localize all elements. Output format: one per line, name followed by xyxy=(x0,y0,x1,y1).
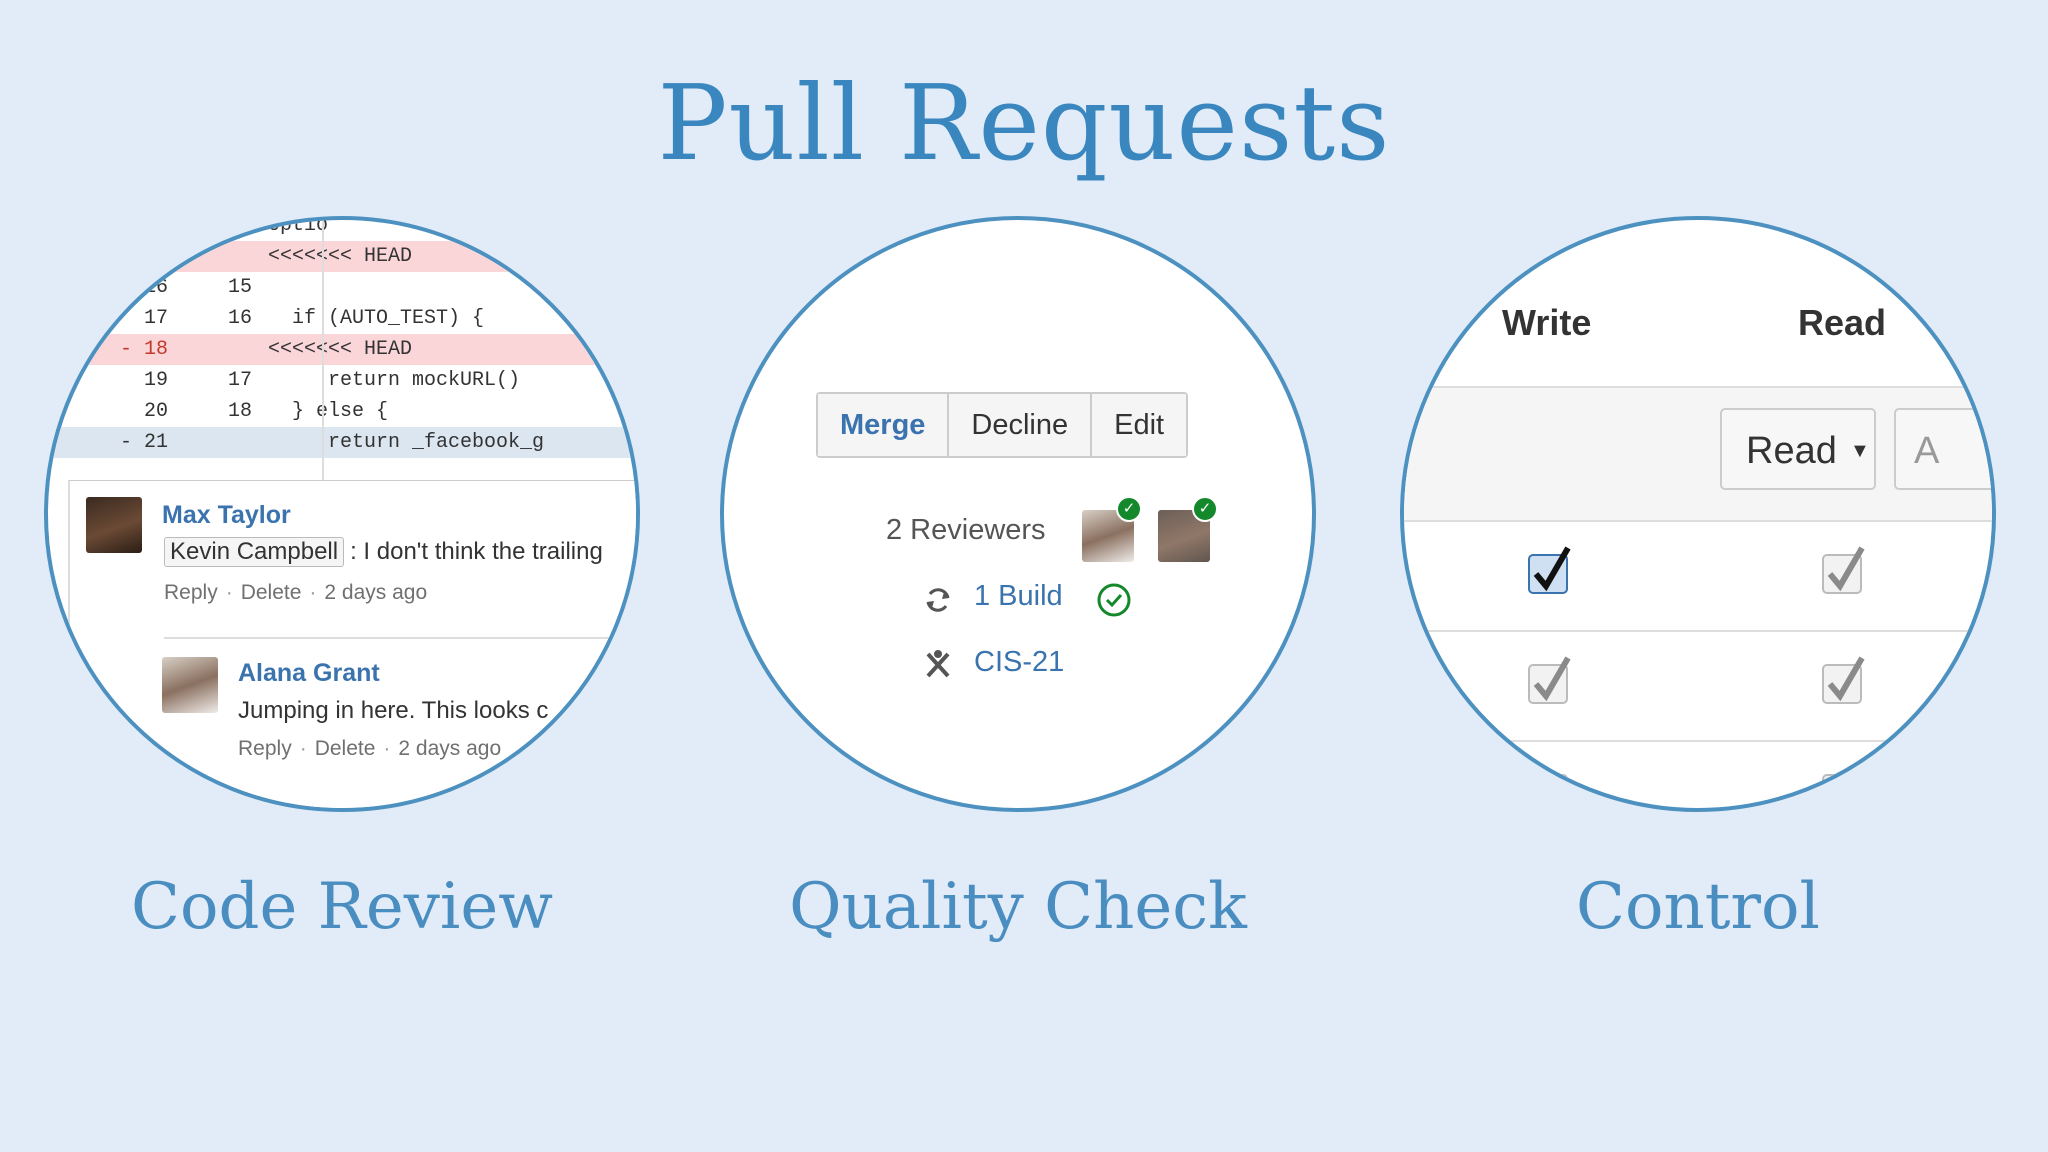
comment-body: Jumping in here. This looks c xyxy=(238,697,549,724)
comment-actions: Reply · Delete · 2 days ago xyxy=(164,581,435,605)
old-line-number: 20 xyxy=(143,400,168,423)
approved-check-icon: ✓ xyxy=(1192,496,1218,522)
new-line-number: 15 xyxy=(227,276,252,299)
pr-action-buttons: Merge Decline Edit xyxy=(816,392,1189,458)
separator: · xyxy=(299,737,307,760)
user-mention[interactable]: Kevin Campbell xyxy=(164,537,345,567)
read-column-header: Read xyxy=(1798,302,1887,343)
checkmark-icon xyxy=(1533,656,1571,702)
refresh-icon xyxy=(926,588,950,612)
comment-text: : I don't think the trailing xyxy=(350,538,603,565)
diff-row[interactable]: - 21 return _facebook_g xyxy=(48,427,636,458)
comment-divider xyxy=(164,637,636,639)
checkmark-icon xyxy=(1827,656,1865,702)
write-checkbox[interactable] xyxy=(1528,546,1571,594)
gutter-divider xyxy=(322,220,324,480)
divider xyxy=(1404,740,1992,742)
diff-row[interactable]: 19 17 return mockURL() xyxy=(48,365,636,396)
write-checkbox[interactable] xyxy=(1528,774,1568,808)
issue-link[interactable]: CIS-21 xyxy=(974,646,1065,678)
code-review-circle: 14 optio <<<<<<< HEAD 16 15 17 16 if (AU… xyxy=(44,216,640,812)
approved-check-icon: ✓ xyxy=(1116,496,1142,522)
comment-thread: Max Taylor Kevin Campbell: I don't think… xyxy=(68,480,636,808)
code-line: } else { xyxy=(268,400,389,423)
caption-control: Control xyxy=(1575,870,1821,944)
old-line-number: - 18 xyxy=(119,338,168,361)
diff-row[interactable]: 20 18 } else { xyxy=(48,396,636,427)
control-circle: Write Read Read ▼ A xyxy=(1400,216,1996,812)
old-line-number: 19 xyxy=(143,369,168,392)
divider xyxy=(1404,520,1992,522)
delete-link[interactable]: Delete xyxy=(314,737,376,760)
old-line-number: 17 xyxy=(143,307,168,330)
new-line-number: 16 xyxy=(227,307,252,330)
reviewers-label: 2 Reviewers xyxy=(886,514,1046,546)
merge-button[interactable]: Merge xyxy=(818,394,950,456)
new-line-number: 17 xyxy=(227,369,252,392)
diff-row[interactable]: 17 16 if (AUTO_TEST) { xyxy=(48,303,636,334)
comment-author[interactable]: Max Taylor xyxy=(162,501,291,529)
jira-issue-icon xyxy=(926,650,950,678)
diff-row[interactable]: 14 optio xyxy=(48,216,636,241)
divider xyxy=(1404,386,1992,388)
permission-dropdown[interactable]: Read ▼ xyxy=(1720,408,1876,490)
read-checkbox[interactable] xyxy=(1822,656,1865,704)
comment-author[interactable]: Alana Grant xyxy=(238,659,380,687)
reply-link[interactable]: Reply xyxy=(164,581,218,604)
quality-check-circle: Merge Decline Edit 2 Reviewers ✓ ✓ 1 Bui… xyxy=(720,216,1316,812)
chevron-down-icon: ▼ xyxy=(1850,440,1870,462)
page-title: Pull Requests xyxy=(657,62,1391,184)
read-checkbox[interactable] xyxy=(1822,546,1865,594)
divider xyxy=(1404,630,1992,632)
comment-timestamp: 2 days ago xyxy=(398,737,502,760)
code-line: if (AUTO_TEST) { xyxy=(268,307,485,330)
reply-link[interactable]: Reply xyxy=(238,737,292,760)
write-checkbox[interactable] xyxy=(1528,656,1571,704)
caption-code-review: Code Review xyxy=(130,870,554,944)
old-line-number: - 21 xyxy=(119,431,168,454)
dropdown-value: Read xyxy=(1746,430,1837,472)
write-column-header: Write xyxy=(1502,302,1592,343)
code-line: return mockURL() xyxy=(268,369,521,392)
new-line-number: 18 xyxy=(227,400,252,423)
edit-button[interactable]: Edit xyxy=(1092,394,1187,456)
avatar[interactable] xyxy=(162,657,218,713)
build-success-icon xyxy=(1097,583,1131,617)
code-line: <<<<<<< HEAD xyxy=(268,245,413,268)
avatar[interactable] xyxy=(86,497,142,553)
decline-button[interactable]: Decline xyxy=(949,394,1093,456)
build-link[interactable]: 1 Build xyxy=(974,580,1063,612)
diff-row[interactable]: 16 15 xyxy=(48,272,636,303)
diff-row[interactable]: <<<<<<< HEAD xyxy=(48,241,636,272)
separator: · xyxy=(383,737,391,760)
separator: · xyxy=(225,581,233,604)
permission-dropdown-secondary[interactable]: A xyxy=(1894,408,1992,490)
diff-view: 14 optio <<<<<<< HEAD 16 15 17 16 if (AU… xyxy=(48,216,636,480)
comment-actions: Reply · Delete · 2 days ago xyxy=(238,737,509,761)
diff-row[interactable]: - 18 <<<<<<< HEAD xyxy=(48,334,636,365)
checkmark-icon xyxy=(1533,546,1571,592)
code-line: <<<<<<< HEAD xyxy=(268,338,413,361)
comment-body: Kevin Campbell: I don't think the traili… xyxy=(164,537,603,567)
code-line: return _facebook_g xyxy=(268,431,545,454)
comment-timestamp: 2 days ago xyxy=(324,581,428,604)
code-line: optio xyxy=(268,216,329,237)
read-checkbox[interactable] xyxy=(1822,774,1862,808)
new-line-number: 14 xyxy=(227,216,252,237)
checkmark-icon xyxy=(1827,546,1865,592)
delete-link[interactable]: Delete xyxy=(240,581,302,604)
separator: · xyxy=(309,581,317,604)
old-line-number: 16 xyxy=(143,276,168,299)
caption-quality-check: Quality Check xyxy=(789,870,1247,944)
